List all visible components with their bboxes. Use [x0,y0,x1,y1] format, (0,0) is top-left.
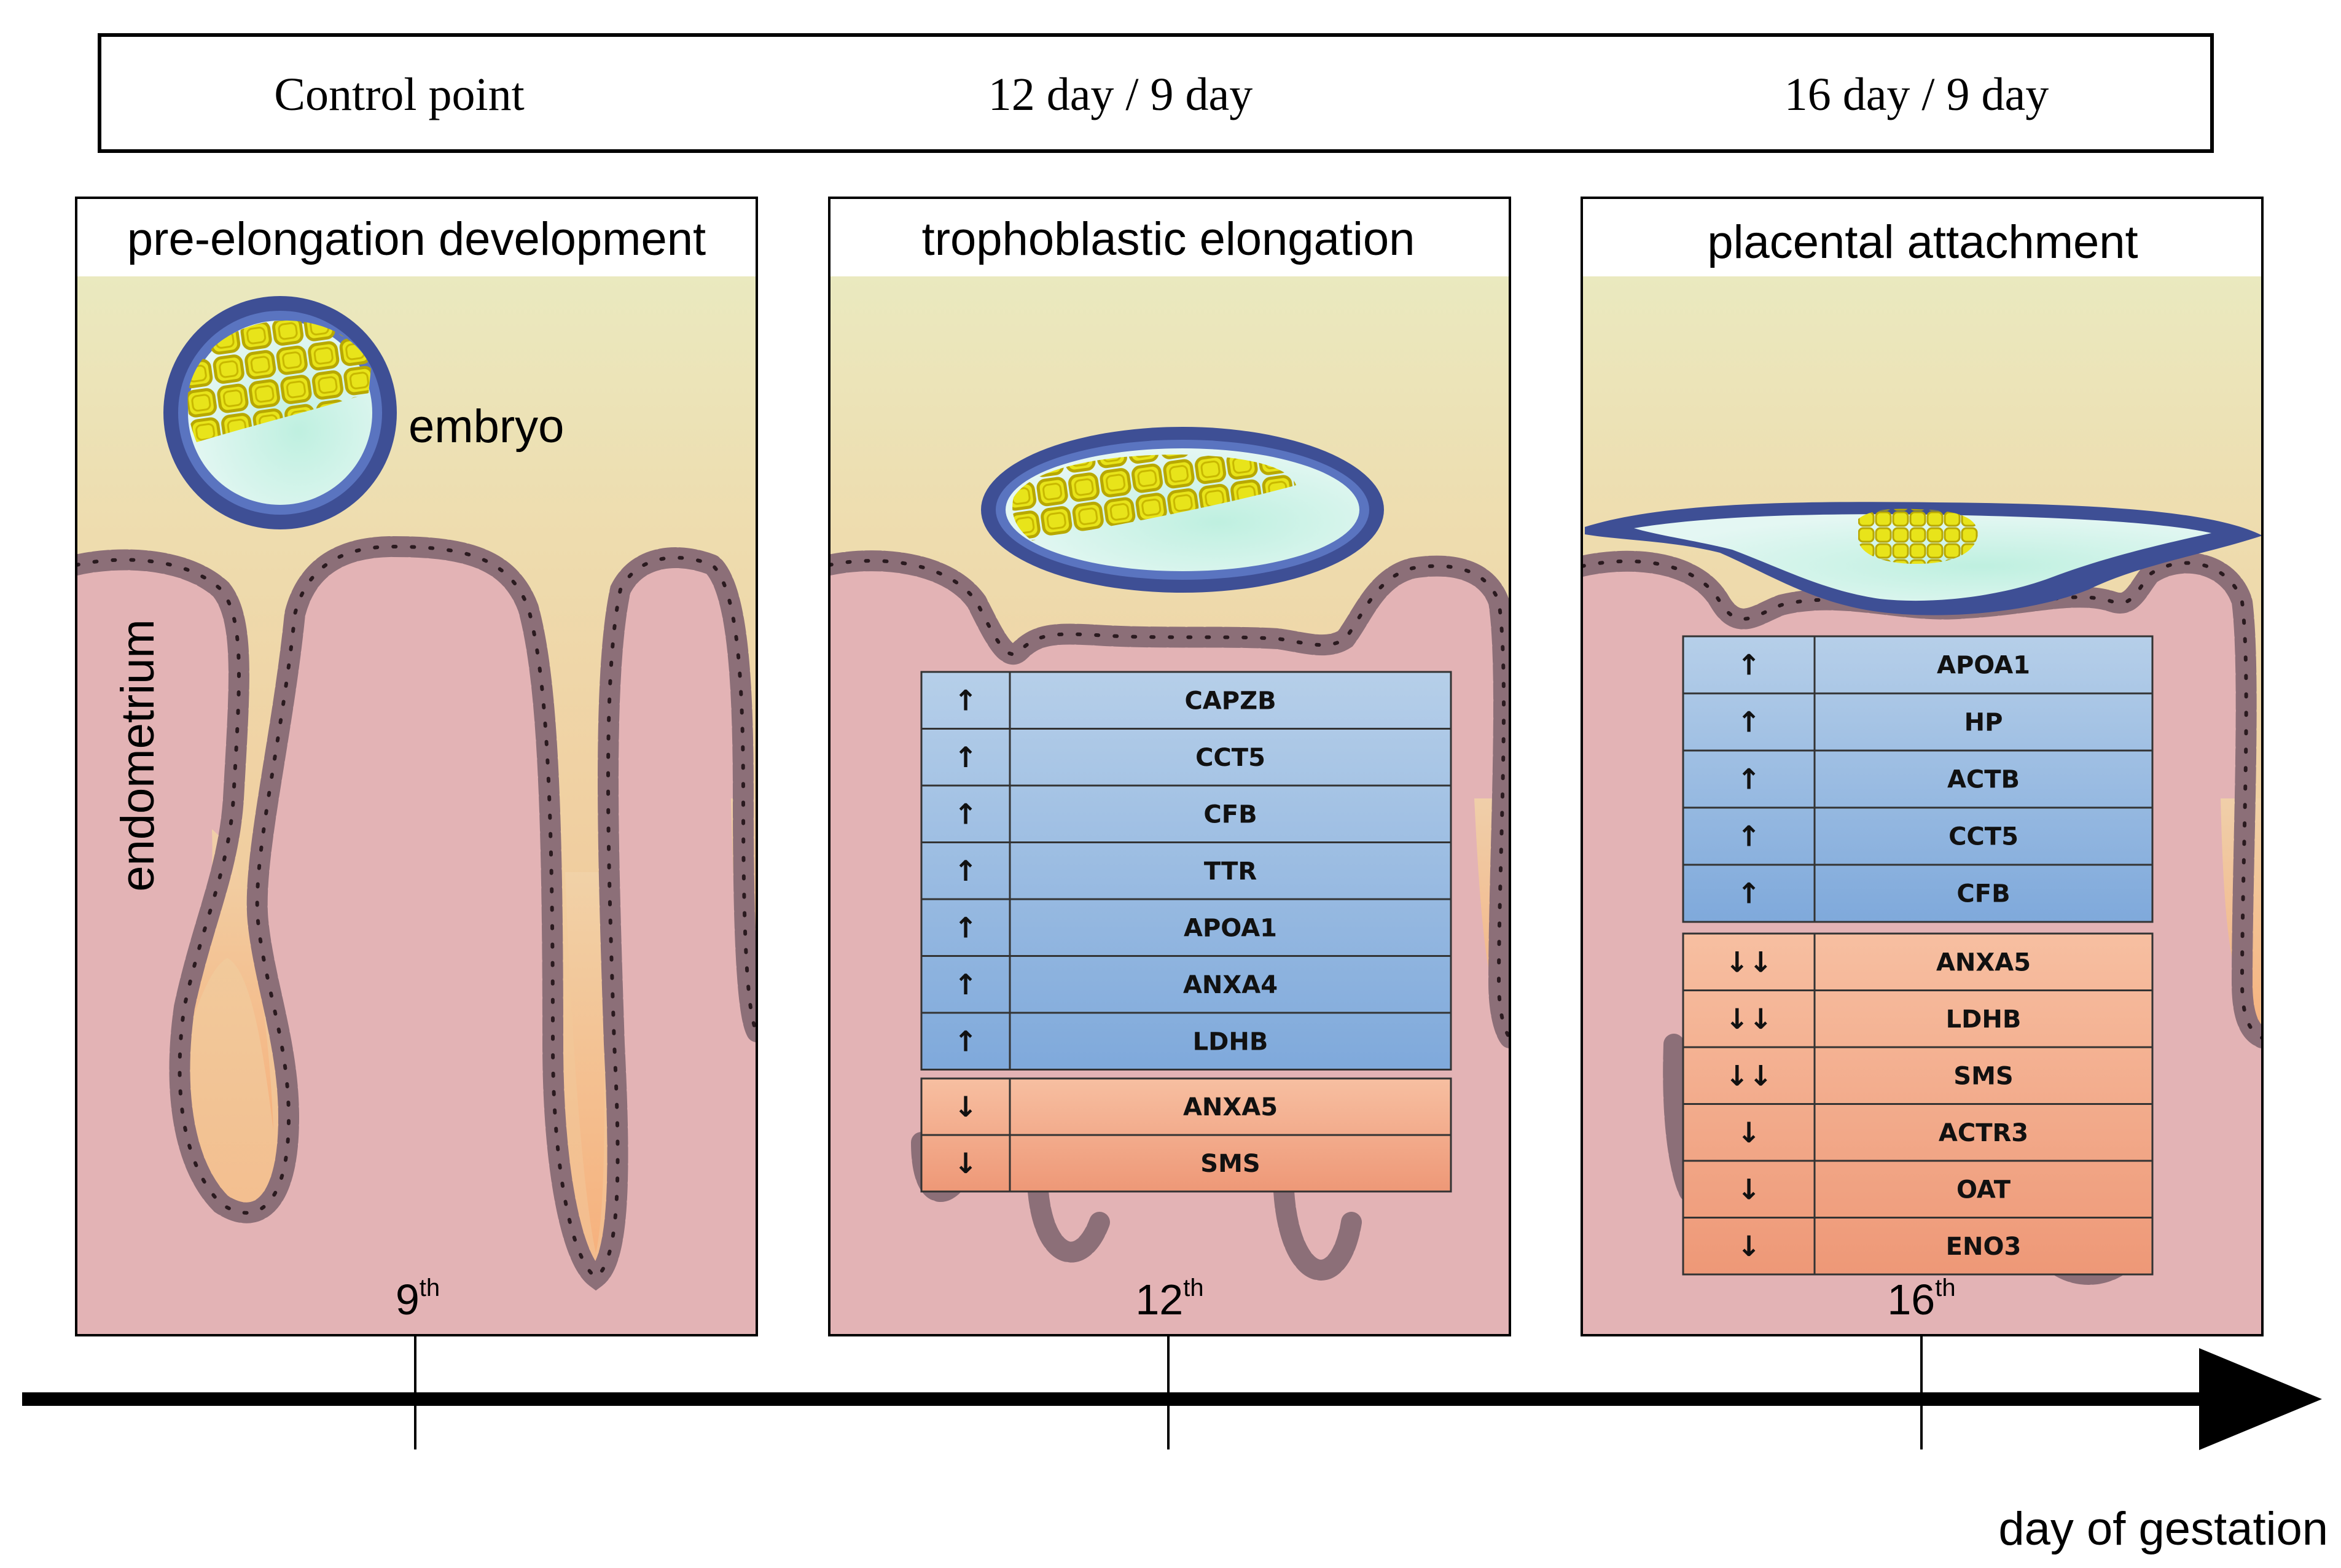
protein-name: APOA1 [1184,914,1277,942]
protein-name: ANXA5 [1183,1093,1278,1121]
arrow-down-icon: ↓ [954,1090,978,1123]
day-label: 12th [1135,1274,1203,1324]
downregulated-row: ↓ SMS [954,1147,1260,1180]
upregulated-row: ↑ CAPZB [954,684,1276,717]
day-label: 16th [1887,1274,1955,1324]
protein-name: HP [1964,709,2003,737]
table-12-up-block [920,671,1452,1071]
timeline-arrowhead [2199,1348,2322,1450]
downregulated-row: ↓↓ SMS [1725,1059,2013,1092]
downregulated-row: ↓ OAT [1737,1172,2011,1206]
timeline: day of gestation [22,1335,2328,1555]
arrow-up-icon: ↑ [954,684,978,717]
protein-name: CAPZB [1184,687,1276,715]
panel-title: trophoblastic elongation [922,213,1415,265]
axis-label: day of gestation [1998,1503,2328,1555]
arrow-down-icon: ↓ [1737,1230,1761,1263]
panel-placental-attachment: placental attachment 16th ↑ APOA1 ↑ HP ↑ ACTB… [1581,197,2264,1336]
endometrium-tissue [76,547,757,1335]
downregulated-row: ↓ ANXA5 [954,1090,1278,1123]
endometrium-label: endometrium [112,619,164,892]
protein-name: CCT5 [1195,744,1265,772]
arrow-up-icon: ↑ [1737,763,1761,796]
panel-pre-elongation: embryo endometrium pre-elongation develo… [75,197,758,1336]
embryo-flattened [1585,502,2262,615]
arrow-up-icon: ↑ [1737,820,1761,853]
protein-name: CFB [1203,800,1257,829]
embryo-label: embryo [408,400,564,453]
arrow-up-icon: ↑ [954,741,978,774]
header-control-point: Control point [274,69,524,120]
protein-table-16-day: ↑APOA1↑HP↑ACTB↑CCT5↑CFB↓↓ANXA5↓↓LDHB↓↓SM… [1682,635,2154,1276]
protein-name: CCT5 [1948,823,2019,851]
downregulated-row: ↓ ACTR3 [1737,1116,2028,1149]
downregulated-row: ↓ ENO3 [1737,1230,2022,1263]
upregulated-row: ↑ ACTB [1737,763,2020,796]
arrow-up-icon: ↑ [1737,649,1761,682]
embryo-ovoid [981,427,1384,593]
upregulated-row: ↑ CFB [954,797,1257,830]
protein-table-12-day: ↑ CAPZB ↑ CCT5 ↑ CFB ↑ TTR ↑ APOA1 ↑ ANXA4 ↑ LDHB ↓ ANX… [920,671,1452,1193]
protein-name: ANXA5 [1936,948,2031,977]
upregulated-row: ↑ ANXA4 [954,968,1278,1001]
arrow-up-icon: ↑ [954,1024,978,1058]
arrow-down-icon: ↓↓ [1725,1002,1772,1036]
arrow-up-icon: ↑ [954,797,978,830]
upregulated-row: ↑ HP [1737,706,2003,739]
protein-name: LDHB [1946,1005,2022,1034]
arrow-up-icon: ↑ [954,854,978,887]
upregulated-row: ↑ APOA1 [1737,649,2030,682]
arrow-down-icon: ↓↓ [1725,1059,1772,1092]
upregulated-row: ↑ CFB [1737,877,2011,910]
arrow-up-icon: ↑ [954,911,978,944]
protein-name: TTR [1204,857,1257,886]
protein-name: ANXA4 [1183,971,1278,999]
arrow-up-icon: ↑ [1737,706,1761,739]
protein-name: LDHB [1193,1028,1268,1056]
downregulated-row: ↓↓ LDHB [1725,1002,2021,1036]
downregulated-row: ↓↓ ANXA5 [1725,945,2031,978]
panel-title: pre-elongation development [127,213,706,265]
upregulated-row: ↑ TTR [954,854,1257,887]
arrow-up-icon: ↑ [954,968,978,1001]
embryo-spherical [163,296,397,529]
header-12-day: 12 day / 9 day [988,69,1253,120]
protein-name: APOA1 [1937,652,2030,680]
upregulated-row: ↑ APOA1 [954,911,1277,944]
panel-title: placental attachment [1707,216,2138,268]
arrow-down-icon: ↓ [954,1147,978,1180]
arrow-down-icon: ↓ [1737,1172,1761,1206]
arrow-down-icon: ↓↓ [1725,945,1772,978]
arrow-down-icon: ↓ [1737,1116,1761,1149]
header-box: Control point 12 day / 9 day 16 day / 9 … [98,33,2214,153]
protein-name: ACTB [1947,766,2020,794]
protein-name: ENO3 [1946,1233,2022,1261]
protein-name: CFB [1956,880,2010,908]
panel-trophoblastic-elongation: trophoblastic elongation 12th ↑ CAPZB ↑ CCT… [828,197,1511,1336]
protein-name: SMS [1200,1150,1260,1178]
upregulated-row: ↑ CCT5 [1737,820,2019,853]
protein-name: OAT [1956,1176,2011,1204]
protein-name: ACTR3 [1939,1119,2028,1147]
upregulated-row: ↑ CCT5 [954,741,1265,774]
table-16-up-block [1682,635,2154,923]
protein-name: SMS [1953,1062,2013,1090]
upregulated-row: ↑ LDHB [954,1024,1268,1058]
header-16-day: 16 day / 9 day [1784,69,2049,120]
day-label: 9th [396,1274,440,1324]
arrow-up-icon: ↑ [1737,877,1761,910]
